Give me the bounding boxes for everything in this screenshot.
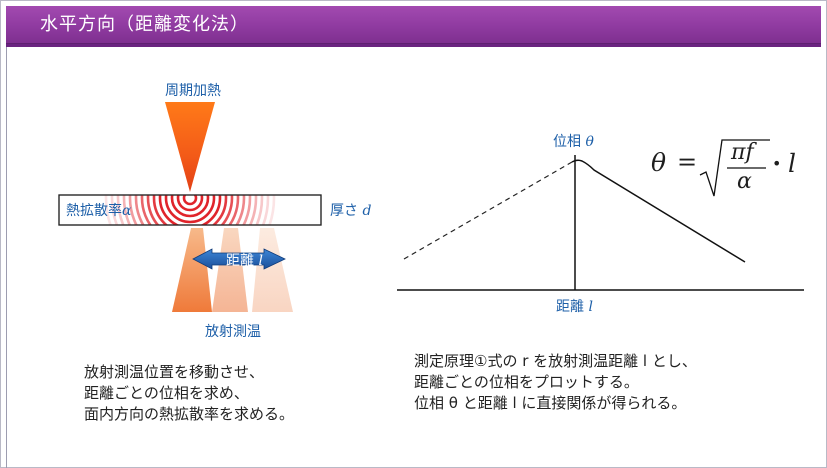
right-description-line: 位相 θ と距離 l に直接関係が得られる。 [414,394,687,412]
y-axis-text: 位相 [553,134,581,150]
formula-radical [699,139,770,197]
distance-arrow-symbol: l [258,253,263,269]
left-description-line: 放射測温位置を移動させ、 [84,363,265,381]
x-axis-text: 距離 [556,299,584,315]
heat-cone [165,102,215,192]
distance-arrow-text: 距離 [226,253,254,269]
left-description: 放射測温位置を移動させ、 距離ごとの位相を求め、 面内方向の熱拡散率を求める。 [84,362,294,425]
thermal-waves [104,195,276,225]
formula-dot: • [772,154,782,173]
alpha-symbol: α [122,203,132,219]
thickness-symbol: d [362,203,372,219]
header-underline [6,44,821,47]
left-border [6,47,7,468]
phase-dashed-line [403,161,573,260]
phase-solid-line [571,159,746,263]
right-description: 測定原理①式の r を放射測温距離 l とし、 距離ごとの位相をプロットする。 … [414,351,697,414]
formula-lhs: θ [651,148,667,177]
left-description-line: 距離ごとの位相を求め、 [84,384,249,402]
distance-arrow [192,248,286,270]
formula-variable: l [788,149,796,178]
header-bar: 水平方向（距離変化法） [6,6,821,44]
measure-beam-far [252,228,293,312]
measure-beam-near [172,228,212,312]
distance-arrow-label: 距離 l [226,250,263,270]
formula-denominator: α [737,169,752,194]
thickness-label: 厚さ d [330,200,371,220]
formula-numerator: πf [731,140,754,165]
measure-label: 放射測温 [205,324,261,340]
y-axis-label: 位相 θ [553,131,594,151]
page-title: 水平方向（距離変化法） [40,14,249,35]
right-description-line: 距離ごとの位相をプロットする。 [414,373,639,391]
formula-equals: = [677,148,698,176]
left-description-line: 面内方向の熱拡散率を求める。 [84,405,295,423]
y-axis-symbol: θ [585,134,594,150]
diffusivity-text: 熱拡散率 [66,203,122,219]
right-description-line: 測定原理①式の r を放射測温距離 l とし、 [414,352,697,370]
x-axis-label: 距離 l [556,296,593,316]
thickness-text: 厚さ [330,203,358,219]
heat-label: 周期加熱 [165,83,221,99]
diffusivity-label: 熱拡散率α [66,200,131,220]
x-axis-symbol: l [588,299,593,315]
measure-beam-mid [212,228,248,312]
